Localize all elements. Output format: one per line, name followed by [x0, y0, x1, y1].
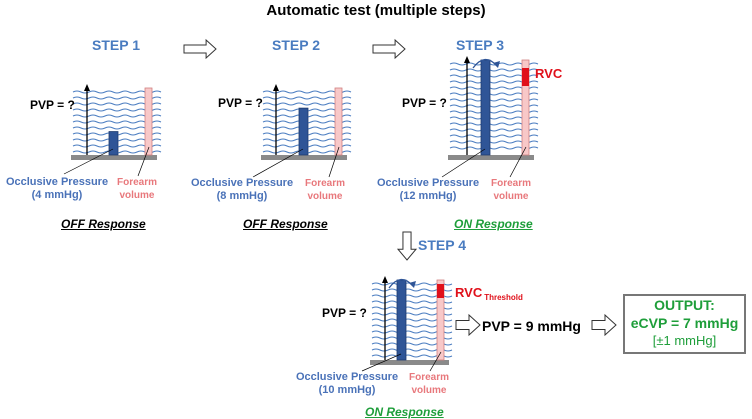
output-title: OUTPUT: — [654, 297, 715, 313]
step1-base — [71, 155, 157, 160]
arrow-step4-to-result — [455, 313, 481, 337]
output-box: OUTPUT: eCVP = 7 mmHg [±1 mmHg] — [623, 294, 746, 354]
step1-occlusive-bar — [108, 131, 119, 156]
step4-occlusive-label: Occlusive Pressure(10 mmHg) — [295, 371, 399, 396]
step1-occlusive-leader — [63, 148, 114, 175]
step1-forearm-leader — [137, 146, 150, 177]
arrow-step1-to-step2 — [183, 38, 217, 60]
step4-label: STEP 4 — [418, 237, 466, 253]
step2-forearm-leader — [328, 146, 340, 178]
step4-axis-arrowhead — [382, 276, 388, 283]
arrow-step2-to-step3 — [372, 38, 406, 60]
step4-forearm-leader — [429, 351, 442, 372]
step3-forearm-bar — [521, 59, 530, 156]
step2-label: STEP 2 — [272, 37, 320, 53]
step3-rvc-bar — [522, 68, 529, 86]
step4-occlusive-leader — [361, 353, 402, 372]
step3-flow-arrowhead — [493, 61, 500, 68]
step3-occlusive-bar — [480, 59, 491, 156]
step4-base — [370, 360, 449, 365]
arrow-step3-to-step4 — [396, 231, 418, 261]
step3-pvp-label: PVP = ? — [402, 96, 447, 110]
step3-occlusive-leader — [441, 148, 486, 178]
step4-rvc-bar — [437, 284, 444, 298]
output-range: [±1 mmHg] — [652, 333, 717, 348]
step1-occlusive-label: Occlusive Pressure(4 mmHg) — [5, 176, 109, 201]
step3-rvc-label: RVC — [535, 66, 563, 81]
step2-axis-arrowhead — [273, 84, 279, 91]
arrow-result-to-output — [591, 313, 617, 337]
step3-occlusive-label: Occlusive Pressure(12 mmHg) — [376, 177, 480, 202]
step3-label: STEP 3 — [456, 37, 504, 53]
step3-forearm-leader — [509, 146, 527, 178]
step1-pvp-label: PVP = ? — [30, 98, 75, 112]
step1-label: STEP 1 — [92, 37, 140, 53]
step1-forearm-bar — [144, 87, 153, 156]
step2-forearm-bar — [334, 87, 343, 156]
step2-occlusive-label: Occlusive Pressure(8 mmHg) — [190, 177, 294, 202]
step4-flow-arrowhead — [409, 281, 416, 288]
step4-occlusive-bar — [396, 279, 407, 361]
step2-response: OFF Response — [243, 217, 328, 231]
step3-base — [448, 155, 534, 160]
output-value: eCVP = 7 mmHg — [630, 315, 739, 331]
pvp-result: PVP = 9 mmHg — [482, 318, 581, 334]
diagram-title: Automatic test (multiple steps) — [266, 2, 486, 19]
step2-base — [261, 155, 347, 160]
step1-response: OFF Response — [61, 217, 146, 231]
step3-response: ON Response — [454, 217, 533, 231]
step4-pvp-label: PVP = ? — [322, 306, 367, 320]
step4-response: ON Response — [365, 405, 444, 419]
step2-occlusive-bar — [298, 107, 309, 156]
step2-pvp-label: PVP = ? — [218, 96, 263, 110]
step1-axis-arrowhead — [84, 84, 90, 91]
step2-occlusive-leader — [252, 148, 304, 178]
step4-forearm-bar — [436, 279, 445, 361]
step3-axis-arrowhead — [464, 56, 470, 63]
